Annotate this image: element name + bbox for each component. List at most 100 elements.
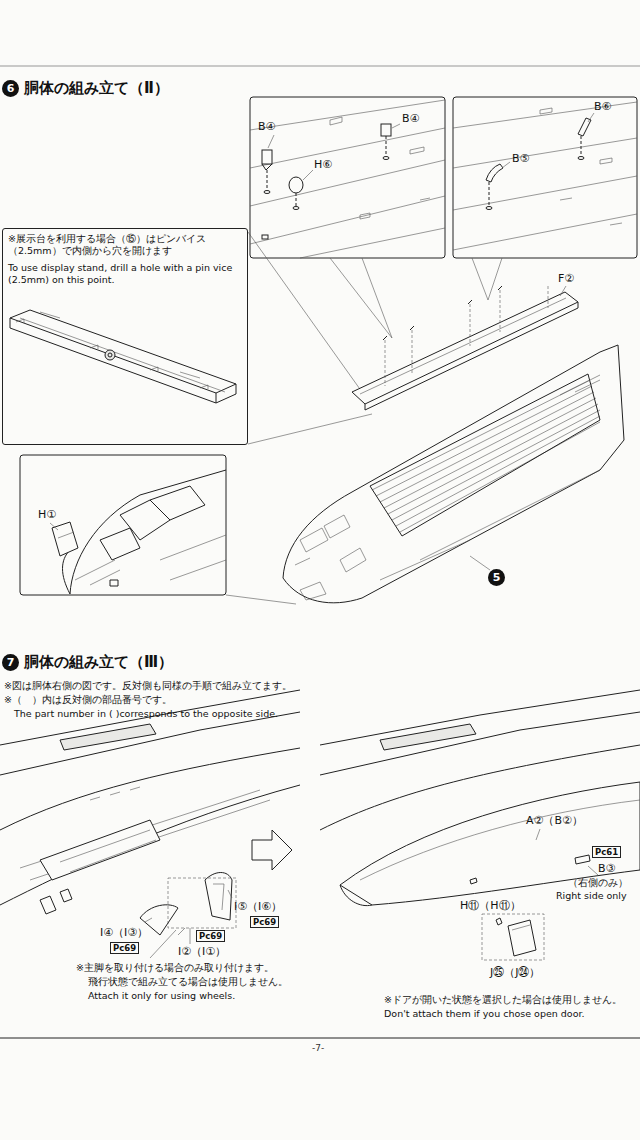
top-panel (360, 298, 566, 394)
wing-underside (90, 787, 140, 800)
cockpit-inset (58, 532, 74, 538)
note-text: 飛行状態で組み立てる場合は使用しません。 (88, 976, 288, 987)
inset-pointer (248, 232, 362, 392)
inset-pointer (248, 414, 372, 444)
sponson-fairing (340, 885, 372, 906)
inset-pointer (330, 258, 502, 338)
detail-inset (486, 164, 503, 182)
bottom-panel (108, 353, 112, 357)
part-label: B⑥ (594, 100, 611, 113)
wing-underside (40, 820, 160, 880)
top-panel (352, 286, 578, 410)
detail-inset (296, 193, 297, 206)
detail-inset (264, 191, 270, 194)
fuselage (300, 515, 350, 552)
page-number: -7- (312, 1043, 324, 1054)
part-label: B⑤ (512, 152, 529, 165)
sponson-fairing (588, 866, 598, 875)
fuselage (283, 352, 600, 578)
part-label: J㉕（J㉔） (490, 966, 541, 979)
sponson-fairing (360, 800, 640, 880)
cockpit-inset (20, 455, 226, 595)
step-title: 胴体の組み立て（Ⅱ） (24, 79, 169, 97)
detail-inset (267, 170, 268, 190)
note-text: The part number in ( )corresponds to the… (14, 708, 278, 719)
wing-underside (228, 890, 232, 898)
wing-underside (0, 748, 300, 830)
part-label: A②（B②） (526, 814, 583, 827)
wing-underside (213, 884, 224, 910)
paint-code: Pc69 (110, 942, 139, 954)
page-rules (0, 1038, 640, 1039)
fuselage (380, 470, 600, 580)
wing-underside (168, 878, 236, 928)
wing-underside (0, 712, 300, 775)
leader-line (470, 556, 490, 570)
wing-underside (190, 928, 191, 944)
paint-code: Pc61 (592, 846, 621, 858)
bottom-panel (10, 318, 216, 403)
cockpit-inset (52, 522, 78, 556)
top-panel (352, 292, 578, 404)
wing-underside (178, 928, 185, 935)
wing-underside (145, 918, 152, 922)
detail-inset (268, 135, 274, 148)
detail-inset (540, 108, 622, 225)
top-panel (385, 286, 548, 386)
detail-inset (289, 177, 303, 193)
detail-inset (489, 182, 490, 206)
fuselage (560, 375, 600, 395)
sponson-fairing (320, 690, 640, 745)
sponson-fairing (536, 829, 540, 840)
detail-inset (578, 157, 584, 160)
cockpit-inset (100, 528, 140, 560)
fuselage (372, 380, 600, 532)
fuselage (295, 548, 366, 572)
detail-inset (588, 113, 594, 122)
cockpit-inset (75, 535, 226, 585)
cockpit-inset (63, 550, 71, 594)
detail-inset (262, 164, 272, 170)
bottom-panel (10, 310, 236, 393)
fuselage (600, 345, 624, 470)
callout-number: 5 (488, 569, 505, 586)
sponson-fairing (320, 690, 640, 960)
detail-inset (262, 150, 272, 164)
cockpit-inset (70, 470, 226, 594)
part-label: I②（I①） (178, 945, 226, 958)
detail-inset (262, 235, 268, 239)
part-label: H① (38, 508, 56, 521)
cockpit-inset (120, 486, 205, 540)
step-number: 7 (2, 654, 19, 671)
inset-pointer (330, 258, 392, 338)
sponson-fairing (508, 920, 536, 956)
detail-inset (386, 136, 387, 156)
detail-inset (250, 100, 445, 258)
detail-inset (486, 207, 492, 210)
note-text: （右側のみ） (568, 877, 628, 888)
note-text: Don't attach them if you chose open door… (384, 1008, 585, 1019)
part-label: I⑤（I⑥） (234, 900, 282, 913)
sponson-fairing (380, 724, 476, 750)
sponson-fairing (340, 782, 640, 905)
sponson-fairing (320, 712, 640, 775)
part-label: B③ (598, 862, 615, 875)
bottom-panel (105, 350, 115, 360)
wing-underside (0, 690, 300, 745)
note-text: To use display stand, drill a hole with … (8, 262, 242, 287)
detail-inset (383, 157, 389, 160)
detail-inset (381, 124, 391, 136)
top-panel (365, 302, 578, 410)
note-text: Attach it only for using wheels. (88, 990, 235, 1001)
detail-inset (502, 162, 510, 168)
part-label: H⑥ (314, 158, 332, 171)
wing-underside (40, 889, 72, 914)
fuselage (283, 470, 600, 603)
step-arrow (252, 830, 292, 870)
note-text: ※展示台を利用する場合（⑮）はピンバイス（2.5mm）で内側から穴を開けます (8, 233, 242, 258)
wing-underside (60, 724, 156, 750)
fuselage (283, 345, 624, 603)
step-number: 6 (2, 80, 19, 97)
bottom-panel (20, 312, 225, 392)
